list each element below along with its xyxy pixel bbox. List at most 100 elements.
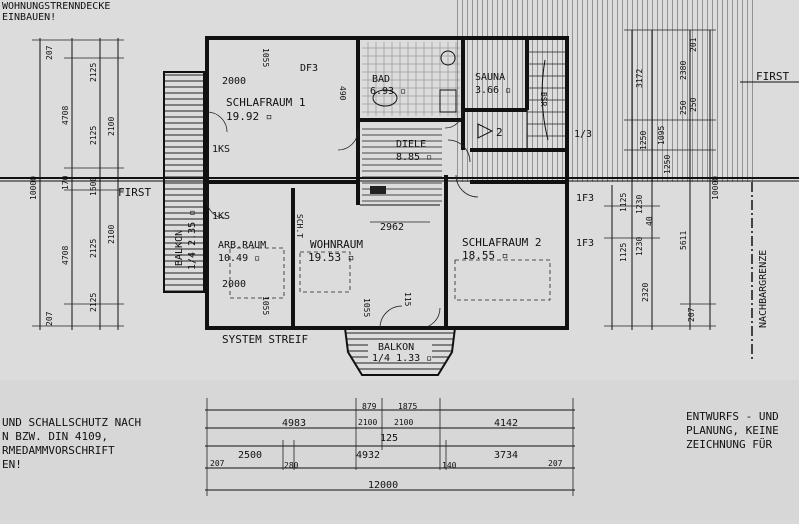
chimney-icon — [370, 186, 386, 194]
label-first-right: FIRST — [756, 70, 789, 83]
label-1ks-top: 1KS — [212, 144, 230, 155]
room-bad-area: 6.93 ▫ — [370, 86, 406, 97]
dim-right-small-2: 250 — [689, 97, 698, 112]
dim-right-col4-1: 1095 — [657, 126, 666, 145]
dim-2962: 2962 — [380, 222, 404, 233]
note-left-4: EN! — [2, 458, 22, 471]
bath-tiles — [362, 42, 460, 116]
label-bsr: BSR — [539, 92, 548, 107]
label-1-3: 1/3 — [574, 129, 592, 140]
dim-right-col2-2: 1230 — [635, 237, 644, 256]
dim-left-inner-0: 2100 — [107, 117, 116, 136]
dim-right-small-1: 1250 — [663, 155, 672, 174]
room-schlafraum2-name: SCHLAFRAUM 2 — [462, 236, 541, 249]
room-wohnraum-area: 19.53 ▫ — [308, 251, 354, 264]
dim-right-col3-1: 250 — [679, 100, 688, 115]
room-diele-name: DIELE — [396, 139, 426, 150]
dim-right-col2-0: 1230 — [635, 195, 644, 214]
door-swing — [206, 111, 228, 133]
left-dimension-chain — [32, 38, 124, 330]
dim-2000-top: 2000 — [222, 76, 246, 87]
dim-bottom-row4-0: 207 — [210, 459, 225, 468]
dim-right-col1-1: 1125 — [619, 243, 628, 262]
dim-bottom-row2-1: 2100 — [358, 418, 377, 427]
staircase — [526, 37, 568, 151]
dim-left-mid-3: 2125 — [89, 239, 98, 258]
dim-right-small-0: 1250 — [639, 131, 648, 150]
room-wohnraum-name: WOHNRAUM — [310, 238, 363, 251]
balcony-left-area: 1/4 2.35 ▫ — [187, 210, 198, 270]
dim-bottom-row4-1: 2500 — [238, 450, 262, 461]
stair-arrow-icon — [477, 123, 494, 139]
dim-left-mid-1: 2125 — [89, 126, 98, 145]
label-1ks-bottom: 1KS — [212, 211, 230, 222]
dim-right-col5-0: 10000 — [711, 176, 720, 200]
dim-bottom-row4-6: 207 — [548, 459, 563, 468]
dim-bottom-row2-0: 4983 — [282, 418, 306, 429]
dim-2000-bottom: 2000 — [222, 279, 246, 290]
dim-right-col3-4: 207 — [687, 307, 696, 322]
dim-bottom-row1-1: 1875 — [398, 402, 417, 411]
room-arbraum-area: 10.49 ▫ — [218, 253, 260, 264]
dim-left-mid-0: 2125 — [89, 63, 98, 82]
note-right-1: ENTWURFS - UND — [686, 410, 779, 423]
balcony-left-name: BALKON — [174, 230, 185, 266]
dim-left-total: 10000 — [29, 176, 38, 200]
note-right-3: ZEICHNUNG FÜR — [686, 438, 772, 451]
dim-left-inner-1: 2100 — [107, 225, 116, 244]
label-1f3-bottom: 1F3 — [576, 238, 594, 249]
dim-left-mid-4: 2125 — [89, 293, 98, 312]
note-left-1: UND SCHALLSCHUTZ NACH — [2, 416, 141, 429]
room-bad-name: BAD — [372, 74, 390, 85]
note-left-2: N BZW. DIN 4109, — [2, 430, 108, 443]
stair-number: 2 — [496, 126, 503, 139]
dim-right-col3-2: 5611 — [679, 231, 688, 250]
dim-left-outer-0: 207 — [45, 45, 54, 60]
dim-490: 490 — [338, 86, 347, 101]
dim-right-col2-1: 40 — [645, 216, 654, 226]
dim-left-outer-1: 4708 — [61, 106, 70, 125]
dim-1055-top: 1055 — [261, 48, 270, 67]
dim-bottom-row2-3: 4142 — [494, 418, 518, 429]
room-schlafraum1-area: 19.92 ▫ — [226, 110, 272, 123]
label-first-left: FIRST — [118, 186, 151, 199]
dim-115: 115 — [403, 292, 412, 307]
label-1f3-top: 1F3 — [576, 193, 594, 204]
dim-right-col1-0: 1125 — [619, 193, 628, 212]
label-system-streif: SYSTEM STREIF — [222, 333, 308, 346]
dim-left-outer-4: 207 — [45, 311, 54, 326]
label-nachbargrenze: NACHBARGRENZE — [758, 250, 769, 328]
dim-right-col3-3: 2320 — [641, 283, 650, 302]
label-schacht: SCH.T — [295, 214, 304, 238]
room-arbraum-name: ARB.RAUM — [218, 240, 266, 251]
note-left-3: RMEDAMMVORSCHRIFT — [2, 444, 115, 457]
dim-bottom-row3-0: 125 — [380, 433, 398, 444]
dim-bottom-row4-4: 140 — [442, 461, 457, 470]
note-right-2: PLANUNG, KEINE — [686, 424, 779, 437]
room-diele-area: 8.85 ▫ — [396, 152, 432, 163]
dim-bottom-row4-5: 3734 — [494, 450, 518, 461]
balcony-left — [163, 71, 205, 293]
dim-left-mid-2: 1500 — [89, 177, 98, 196]
right-dimension-chain — [604, 29, 753, 360]
header-line-2: EINBAUEN! — [2, 12, 56, 23]
header-line-1: WOHNUNGSTRENNDECKE — [2, 1, 110, 12]
bottom-dimension-chain — [205, 398, 575, 496]
dim-bottom-row4-2: 280 — [284, 461, 299, 470]
room-sauna-name: SAUNA — [475, 72, 505, 83]
dim-left-outer-3: 4708 — [61, 246, 70, 265]
dim-1055-door: 1055 — [362, 298, 371, 317]
room-schlafraum2-area: 18.55 ▫ — [462, 249, 508, 262]
dim-bottom-row1-0: 879 — [362, 402, 377, 411]
room-schlafraum1-name: SCHLAFRAUM 1 — [226, 96, 305, 109]
dim-right-col4-0: 3172 — [635, 69, 644, 88]
balcony-bottom-name: BALKON — [378, 342, 414, 353]
balcony-bottom-area: 1/4 1.33 ▫ — [372, 353, 432, 364]
dim-bottom-row2-2: 2100 — [394, 418, 413, 427]
dim-right-col3-0: 2380 — [679, 61, 688, 80]
dim-left-outer-2: 170 — [61, 175, 70, 190]
dim-1055-bottom: 1055 — [261, 296, 270, 315]
dim-bottom-total: 12000 — [368, 480, 398, 491]
